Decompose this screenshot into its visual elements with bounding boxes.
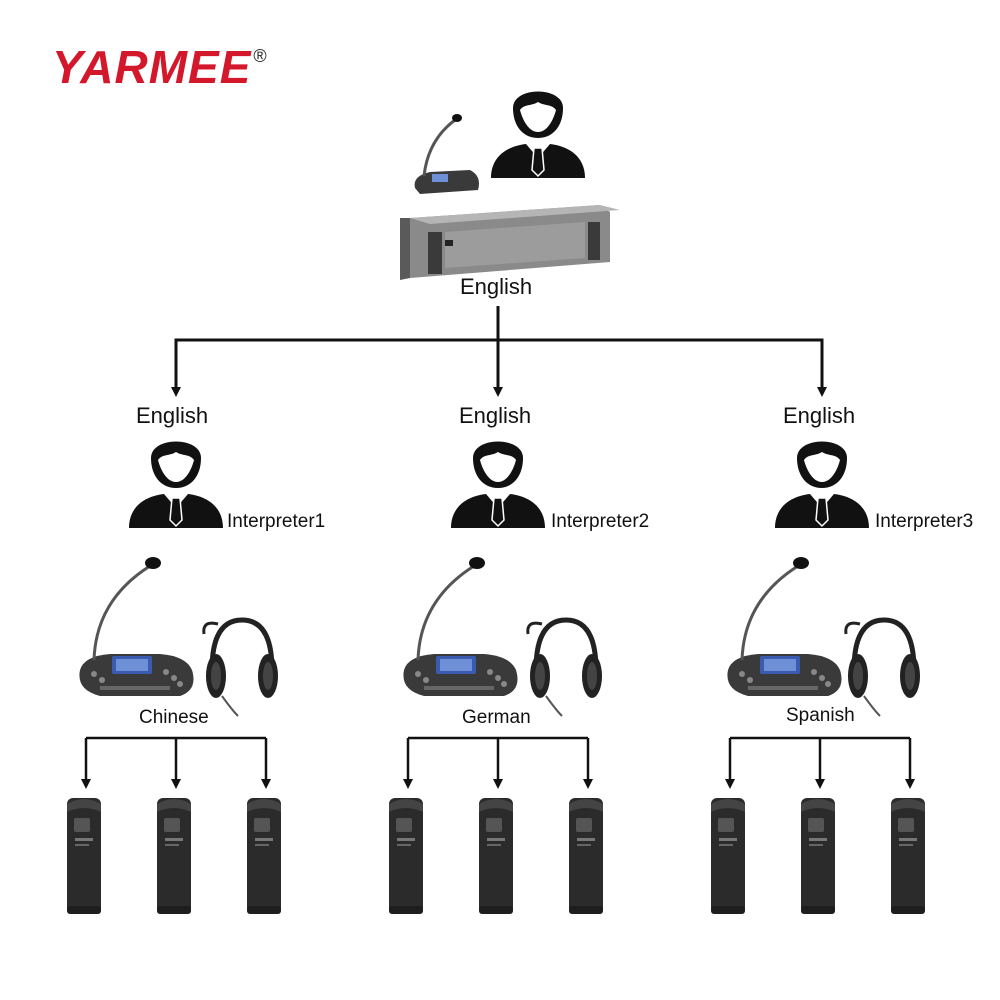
interpreter2-console-icon (401, 555, 519, 698)
brand-logo: YARMEE® (52, 40, 268, 94)
speaker-person-icon (490, 90, 586, 179)
main-unit-rack (400, 205, 620, 280)
logo-text: YARMEE (52, 41, 252, 93)
interpreter1-person-icon (128, 440, 224, 529)
receiver-device-icon (389, 798, 423, 914)
distribution-lines (171, 306, 827, 397)
interpreter2-person-icon (450, 440, 546, 529)
interpreter3-console-icon (725, 555, 843, 698)
headphones-icon (846, 620, 920, 716)
receiver-device-icon (479, 798, 513, 914)
interpreter1-input-label: English (136, 403, 209, 428)
interpreter3-output-language: Spanish (786, 705, 855, 726)
interpreter2-input-label: English (459, 403, 532, 428)
receiver-branches (81, 736, 915, 789)
chairman-console (414, 114, 479, 194)
receiver-device-icon (247, 798, 281, 914)
source-language-label: English (460, 274, 533, 299)
receiver-device-icon (157, 798, 191, 914)
receiver-device-icon (801, 798, 835, 914)
headphones-icon (204, 620, 278, 716)
interpreter1-name: Interpreter1 (227, 511, 326, 532)
registered-mark: ® (253, 46, 268, 66)
receiver-device-icon (711, 798, 745, 914)
receiver-device-icon (67, 798, 101, 914)
interpreter1-output-language: Chinese (139, 707, 209, 728)
interpreter3-person-icon (774, 440, 870, 529)
interpreter3-input-label: English (783, 403, 856, 428)
interpreter2-output-language: German (462, 707, 531, 728)
headphones-icon (528, 620, 602, 716)
interpreter3-name: Interpreter3 (875, 511, 974, 532)
receiver-device-icon (891, 798, 925, 914)
interpreter1-console-icon (77, 555, 195, 698)
receiver-device-icon (569, 798, 603, 914)
interpreter2-name: Interpreter2 (551, 511, 650, 532)
